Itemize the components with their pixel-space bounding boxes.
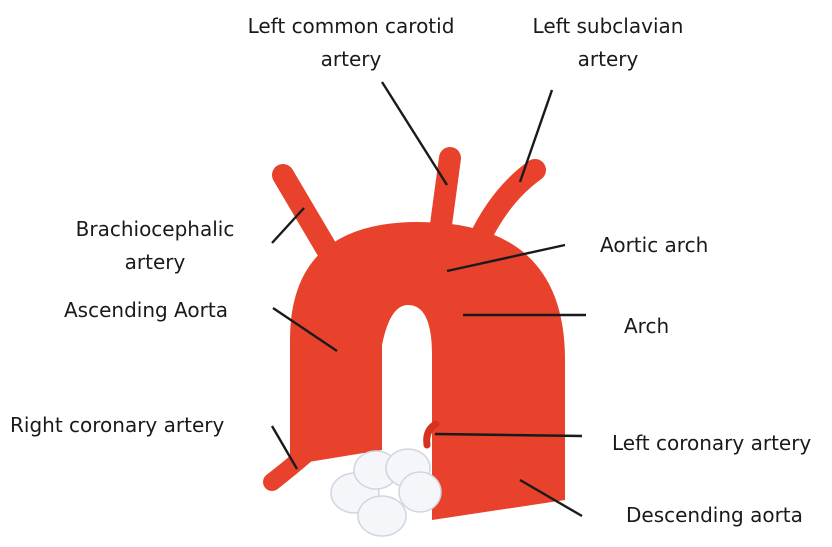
label-brachiocephalic-line2: artery: [60, 246, 250, 279]
right-coronary-artery-vessel: [272, 455, 305, 482]
left-common-carotid-artery-vessel: [440, 158, 450, 232]
label-arch: Arch: [624, 310, 669, 343]
brachiocephalic-artery-vessel: [283, 175, 332, 258]
label-descending-aorta: Descending aorta: [626, 499, 803, 532]
leader-left-common-carotid: [382, 82, 447, 185]
aortic-valve: [331, 449, 441, 536]
label-left-subclavian-line2: artery: [520, 43, 696, 76]
label-aortic-arch: Aortic arch: [600, 229, 708, 262]
leader-brachiocephalic: [272, 208, 304, 243]
label-left-common-carotid-line1: Left common carotid: [228, 10, 474, 43]
label-ascending-aorta: Ascending Aorta: [64, 294, 228, 327]
left-subclavian-artery-vessel: [478, 170, 535, 242]
label-left-coronary-artery: Left coronary artery: [612, 427, 811, 460]
label-brachiocephalic-line1: Brachiocephalic: [60, 213, 250, 246]
label-left-common-carotid-line2: artery: [228, 43, 474, 76]
label-right-coronary-artery: Right coronary artery: [10, 409, 224, 442]
label-left-subclavian-line1: Left subclavian: [520, 10, 696, 43]
